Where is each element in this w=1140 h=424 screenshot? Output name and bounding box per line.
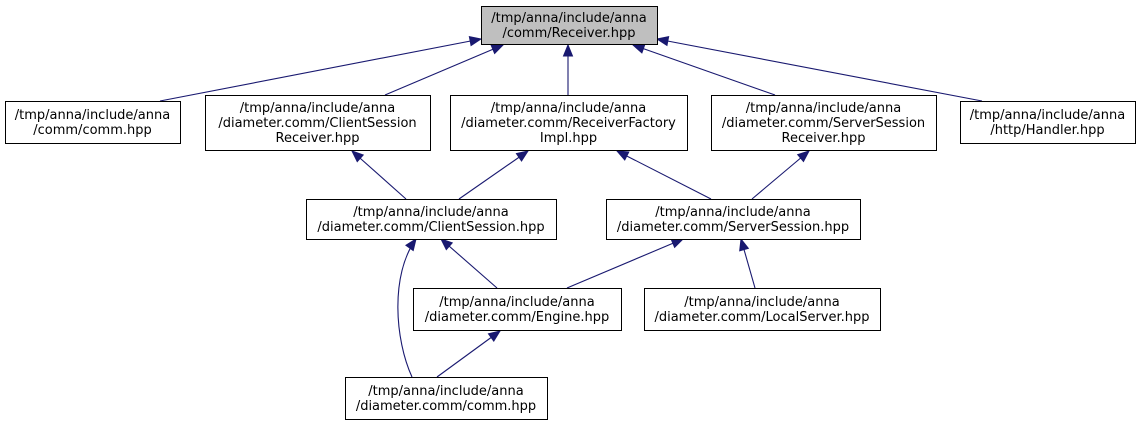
node-box xyxy=(644,288,881,331)
node-label-line: /tmp/anna/include/anna xyxy=(491,11,646,26)
node-label-line: /diameter.comm/ClientSession.hpp xyxy=(317,220,544,235)
edge-diameter_comm-to-client_session xyxy=(397,238,417,378)
node-label-line: /tmp/anna/include/anna xyxy=(240,101,395,116)
node-box xyxy=(345,377,548,420)
node-label-line: /diameter.comm/ServerSession.hpp xyxy=(617,220,849,235)
node-label-line: /diameter.comm/LocalServer.hpp xyxy=(654,310,869,325)
node-label-line: /tmp/anna/include/anna xyxy=(353,205,508,220)
node-box xyxy=(413,288,622,331)
edge-engine-to-client_session xyxy=(440,238,498,289)
node-label-line: /comm/comm.hpp xyxy=(33,123,152,138)
node-box xyxy=(711,95,937,151)
node-label-line: Impl.hpp xyxy=(540,131,597,146)
node-box xyxy=(5,101,181,144)
arrowhead-server_session-to-server_session_receiver xyxy=(796,150,811,163)
node-label-line: /tmp/anna/include/anna xyxy=(439,295,594,310)
edge-client_session_receiver-to-receiver xyxy=(384,44,504,96)
edge-http_handler-to-receiver xyxy=(656,38,983,102)
node-client-session-receiver[interactable]: /tmp/anna/include/anna/diameter.comm/Cli… xyxy=(205,95,431,151)
node-label-line: /diameter.comm/ReceiverFactory xyxy=(461,116,676,131)
node-label-line: /tmp/anna/include/anna xyxy=(746,101,901,116)
arrowhead-client_session_receiver-to-receiver xyxy=(490,44,505,55)
node-box xyxy=(306,199,557,240)
node-label-line: /tmp/anna/include/anna xyxy=(491,101,646,116)
arrowhead-engine-to-client_session xyxy=(440,238,454,251)
node-box xyxy=(205,95,431,151)
node-label-line: /tmp/anna/include/anna xyxy=(970,108,1125,123)
node-engine[interactable]: /tmp/anna/include/anna/diameter.comm/Eng… xyxy=(413,288,622,331)
node-label-line: /tmp/anna/include/anna xyxy=(368,384,523,399)
node-label-line: Receiver.hpp xyxy=(276,131,360,146)
edge-comm_comm-to-receiver xyxy=(159,38,482,102)
arrowhead-client_session-to-receiver_factory_impl xyxy=(515,150,530,162)
arrowhead-diameter_comm-to-engine xyxy=(487,330,502,343)
node-label-line: /tmp/anna/include/anna xyxy=(655,205,810,220)
edge-diameter_comm-to-engine xyxy=(436,330,501,378)
arrowhead-local_server-to-server_session xyxy=(739,237,750,252)
node-local-server[interactable]: /tmp/anna/include/anna/diameter.comm/Loc… xyxy=(644,288,881,331)
edge-engine-to-server_session xyxy=(566,238,684,289)
arrowhead-receiver_factory_impl-to-receiver xyxy=(562,43,574,57)
node-comm-comm[interactable]: /tmp/anna/include/anna/comm/comm.hpp xyxy=(5,101,181,144)
node-label-line: /tmp/anna/include/anna xyxy=(15,108,170,123)
arrowhead-engine-to-server_session xyxy=(670,238,685,249)
node-client-session[interactable]: /tmp/anna/include/anna/diameter.comm/Cli… xyxy=(306,199,557,240)
edge-server_session-to-receiver_factory_impl xyxy=(616,150,712,200)
arrowhead-diameter_comm-to-client_session xyxy=(405,237,417,252)
node-server-session-receiver[interactable]: /tmp/anna/include/anna/diameter.comm/Ser… xyxy=(711,95,937,151)
node-box xyxy=(606,199,861,240)
edge-server_session-to-server_session_receiver xyxy=(751,150,810,200)
arrowhead-client_session-to-client_session_receiver xyxy=(351,150,365,163)
node-label-line: Receiver.hpp xyxy=(782,131,866,146)
edges-layer xyxy=(159,36,983,378)
edge-client_session-to-receiver_factory_impl xyxy=(458,150,529,200)
node-http-handler[interactable]: /tmp/anna/include/anna/http/Handler.hpp xyxy=(960,101,1136,144)
node-diameter-comm[interactable]: /tmp/anna/include/anna/diameter.comm/com… xyxy=(345,377,548,420)
edge-server_session_receiver-to-receiver xyxy=(632,44,776,96)
node-label-line: /diameter.comm/ClientSession xyxy=(218,116,416,131)
node-receiver[interactable]: /tmp/anna/include/anna/comm/Receiver.hpp xyxy=(481,6,658,45)
node-label-line: /diameter.comm/comm.hpp xyxy=(356,399,536,414)
node-server-session[interactable]: /tmp/anna/include/anna/diameter.comm/Ser… xyxy=(606,199,861,240)
arrowhead-comm_comm-to-receiver xyxy=(468,36,483,47)
arrowhead-server_session_receiver-to-receiver xyxy=(631,43,646,54)
node-box xyxy=(450,95,688,151)
edge-client_session-to-client_session_receiver xyxy=(351,150,407,200)
node-label-line: /tmp/anna/include/anna xyxy=(684,295,839,310)
arrowhead-server_session-to-receiver_factory_impl xyxy=(615,150,630,161)
node-label-line: /comm/Receiver.hpp xyxy=(502,26,635,41)
node-label-line: /http/Handler.hpp xyxy=(990,123,1104,138)
node-box xyxy=(960,101,1136,144)
node-label-line: /diameter.comm/ServerSession xyxy=(722,116,925,131)
node-receiver-factory-impl[interactable]: /tmp/anna/include/anna/diameter.comm/Rec… xyxy=(450,95,688,151)
arrowhead-http_handler-to-receiver xyxy=(655,36,670,47)
node-label-line: /diameter.comm/Engine.hpp xyxy=(425,310,610,325)
node-box xyxy=(481,6,658,45)
nodes-layer: /tmp/anna/include/anna/comm/Receiver.hpp… xyxy=(5,6,1136,420)
